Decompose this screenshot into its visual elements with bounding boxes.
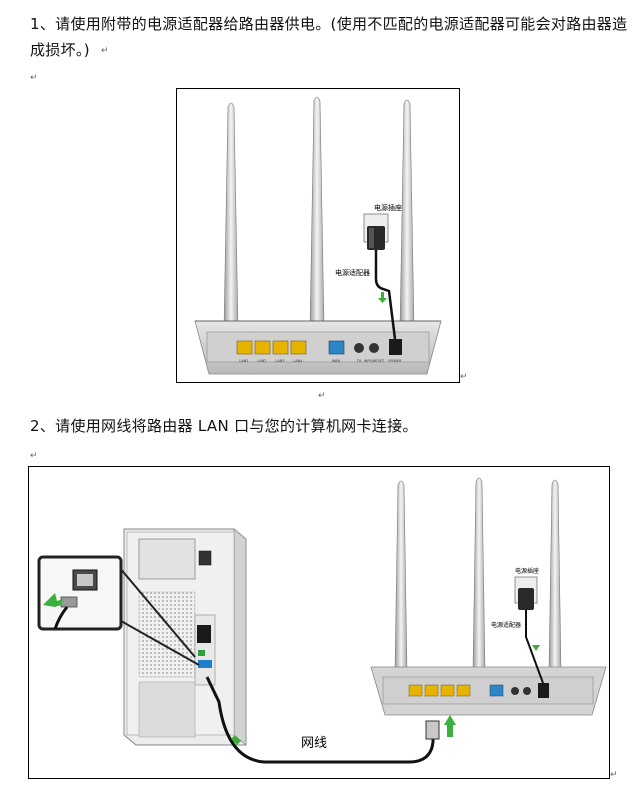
antenna-middle <box>472 477 486 673</box>
paragraph-mark: ↵ <box>318 391 326 401</box>
power-cable <box>525 610 544 684</box>
antenna-middle <box>309 96 325 330</box>
router-power-illustration: LAN1 LAN2 LAN3 LAN4 WAN TX WPS/RESET POW… <box>194 96 442 375</box>
port-label: WAN <box>332 359 341 363</box>
router-body <box>194 320 442 375</box>
port-callout <box>37 555 200 666</box>
antenna-right <box>548 479 562 673</box>
antenna-left <box>223 102 239 330</box>
figure-router-power: LAN1 LAN2 LAN3 LAN4 WAN TX WPS/RESET POW… <box>176 88 460 383</box>
power-adapter <box>367 226 385 250</box>
power-socket-label: 电源插座 <box>374 203 402 212</box>
power-cable <box>374 250 397 340</box>
step1-line1: 1、请使用附带的电源适配器给路由器供电。(使用不匹配的电源适配器可能会对路由器造 <box>30 15 628 33</box>
port-label: LAN2 <box>257 359 266 363</box>
step2-text: 2、请使用网线将路由器 LAN 口与您的计算机网卡连接。 <box>30 417 418 435</box>
power-socket-label: 电源插座 <box>515 567 539 575</box>
pc-tower <box>123 528 247 746</box>
green-arrow-icon <box>43 593 63 607</box>
pc-panel <box>138 538 196 580</box>
pc-vent <box>138 591 196 678</box>
power-adapter-label: 电源适配器 <box>335 268 370 277</box>
step1-line2: 成损坏。) <box>30 41 90 59</box>
rj45-plug <box>425 720 440 740</box>
green-arrow-icon <box>532 645 540 651</box>
antenna-left <box>394 480 408 673</box>
cable-arrow-icon <box>231 735 241 745</box>
lan-ports <box>236 340 307 355</box>
paragraph-mark: ↵ <box>610 770 618 780</box>
paragraph-mark: ↵ <box>30 73 38 83</box>
port-label: WPS/RESET <box>364 359 385 363</box>
green-arrow-icon <box>378 292 387 303</box>
green-up-arrow-icon <box>444 715 456 737</box>
paragraph-mark: ↵ <box>30 451 38 461</box>
pc-router-illustration: 网线 电源插座 电源适配器 <box>37 477 607 764</box>
power-adapter <box>518 588 534 610</box>
tx-button <box>354 343 364 353</box>
network-cable <box>205 676 435 764</box>
port-label: POWER <box>389 359 403 363</box>
paragraph-mark: ↵ <box>395 422 403 432</box>
port-label: LAN4 <box>293 359 303 363</box>
paragraph-mark: ↵ <box>101 46 109 56</box>
antenna-right <box>399 99 415 330</box>
port-label: LAN1 <box>239 359 248 363</box>
port-label: LAN3 <box>275 359 284 363</box>
port-label: TX <box>356 359 362 363</box>
paragraph-mark: ↵ <box>460 372 468 382</box>
router-body <box>370 666 607 716</box>
figure-pc-router: 网线 电源插座 电源适配器 <box>28 466 610 779</box>
power-port <box>389 339 402 355</box>
power-adapter-label: 电源适配器 <box>491 621 521 629</box>
wan-port <box>328 340 345 355</box>
wps-reset-button <box>369 343 379 353</box>
pc-power-socket <box>198 550 212 566</box>
network-cable-label: 网线 <box>301 736 327 751</box>
